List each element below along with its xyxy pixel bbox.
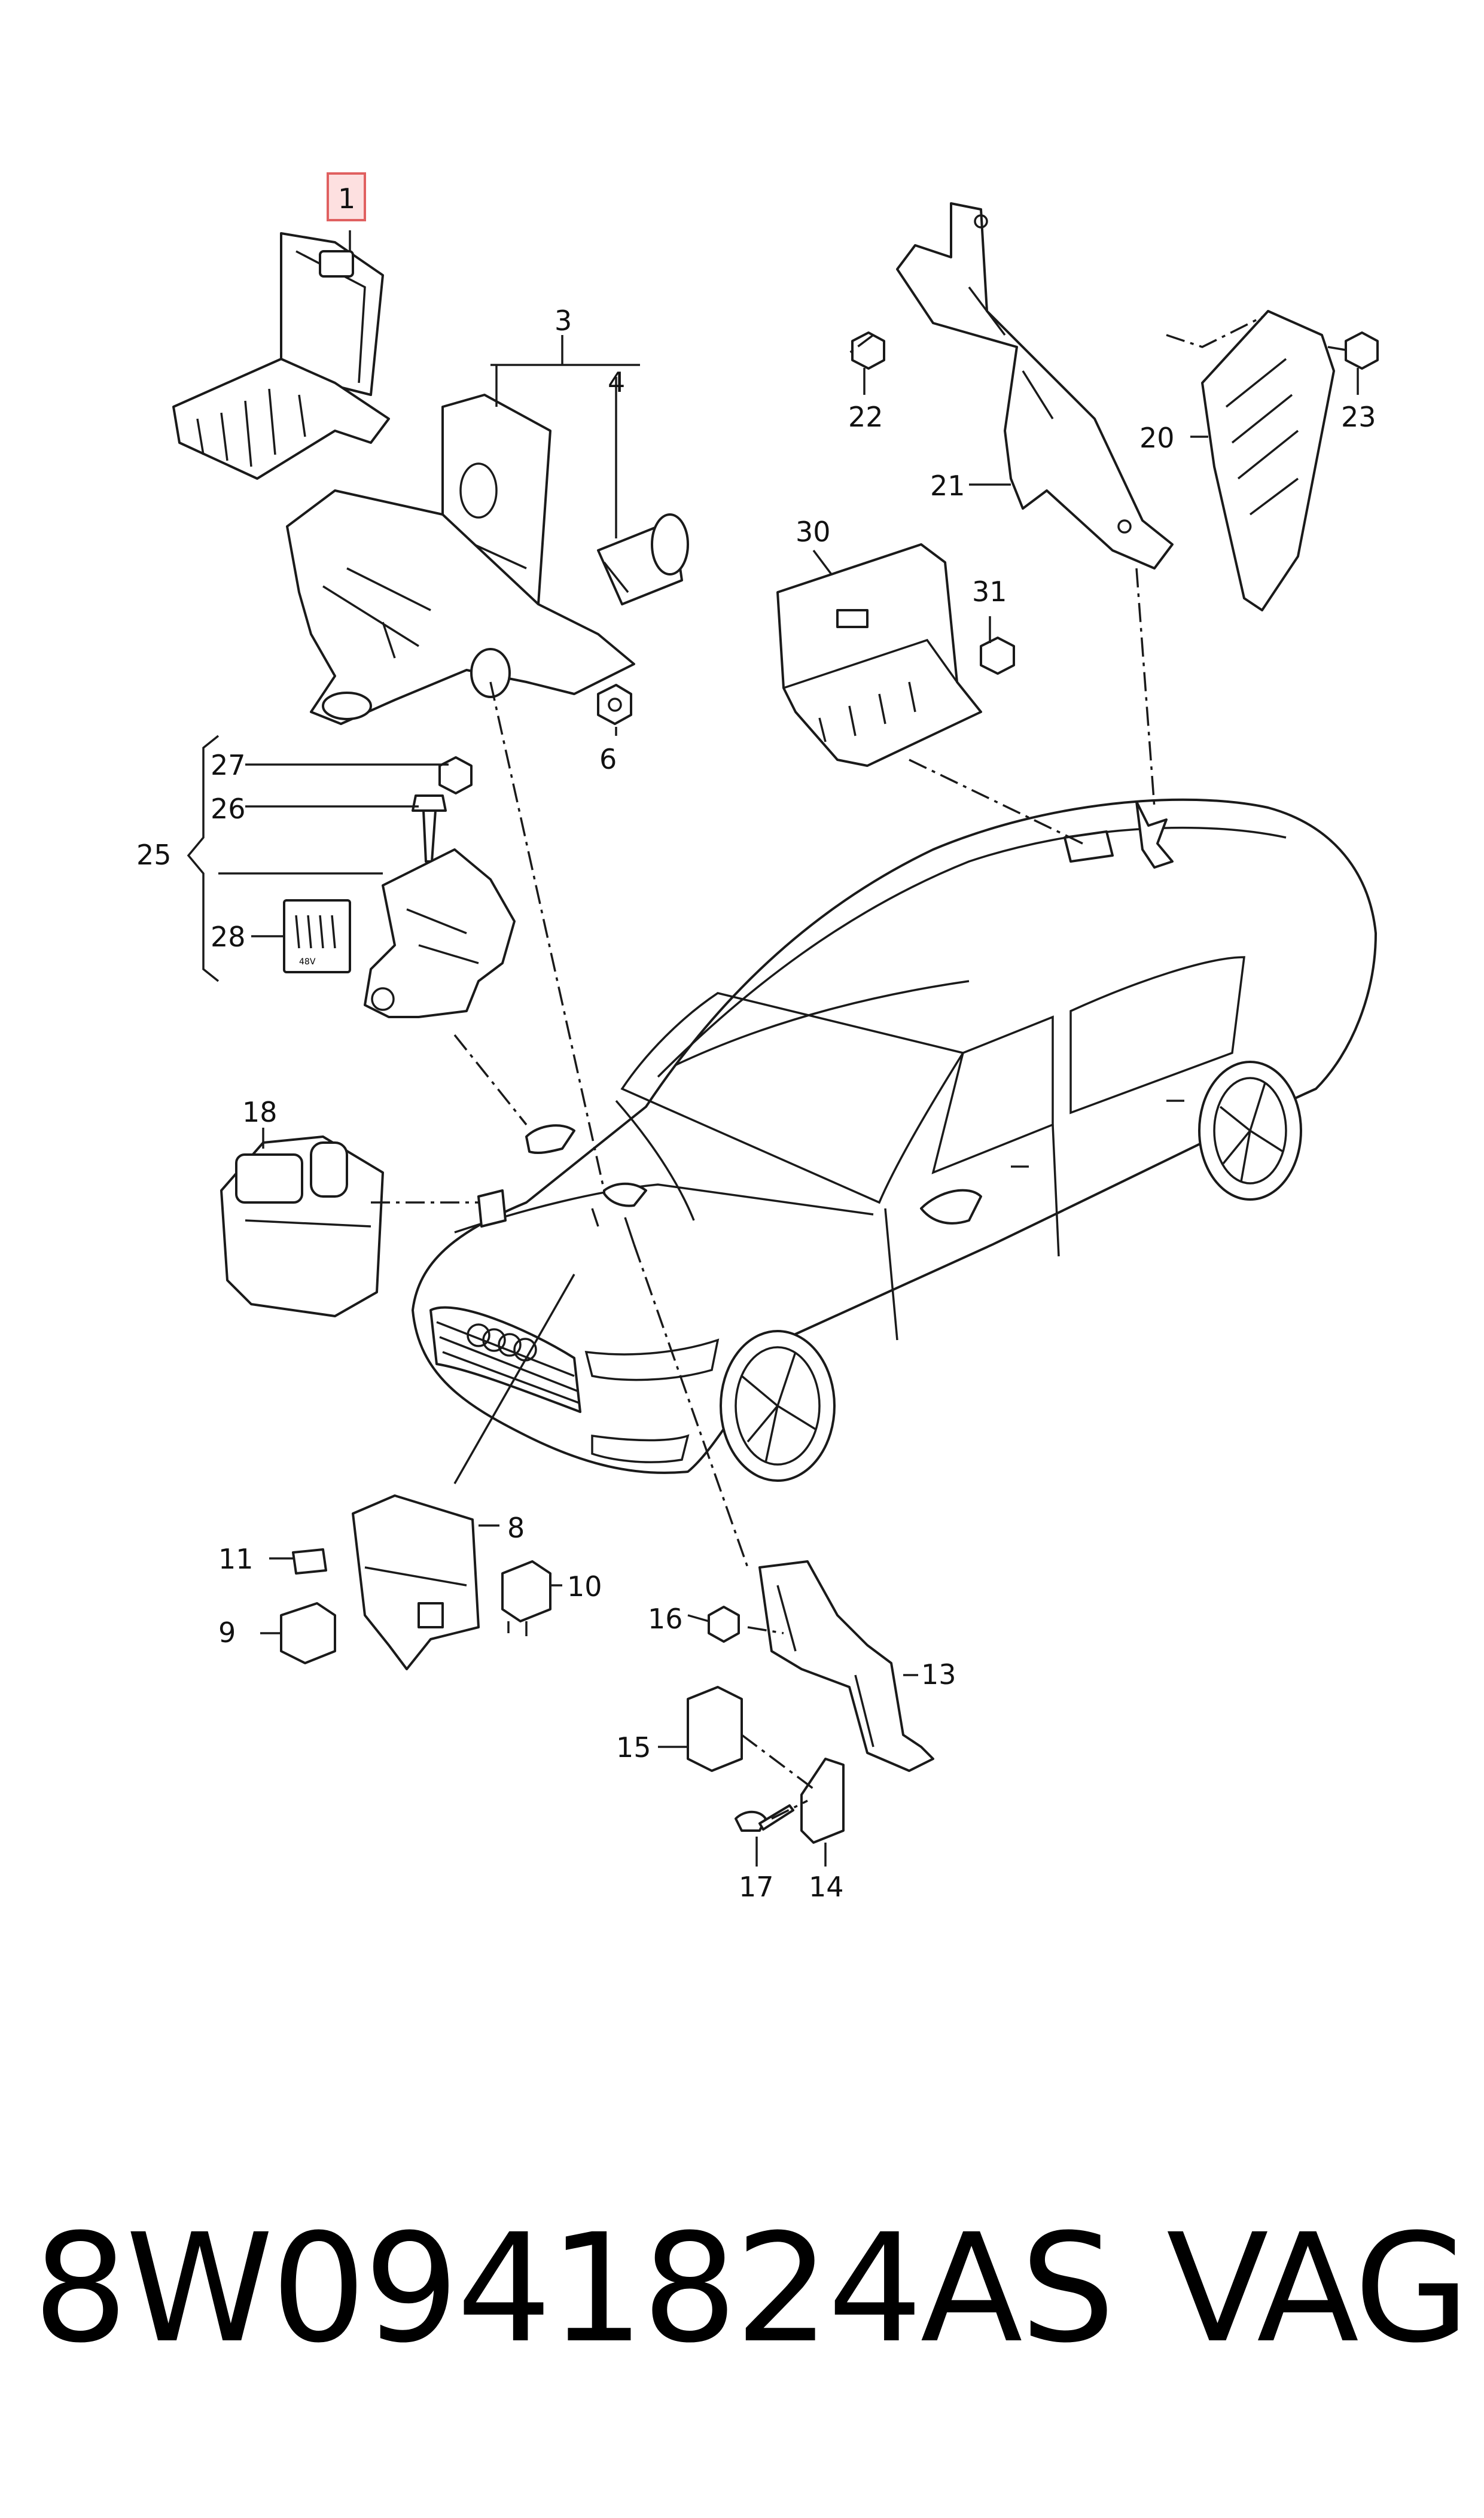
part-23-nut [1345, 331, 1379, 370]
callout-23: 23 [1341, 401, 1376, 433]
callout-15: 15 [616, 1731, 651, 1764]
part-8-relay-box [352, 1494, 480, 1670]
car-mount-30 [1064, 830, 1114, 863]
callout-3: 3 [554, 305, 572, 337]
callout-28: 28 [211, 921, 246, 953]
callout-27: 27 [211, 749, 246, 781]
car-mount-21 [1135, 800, 1174, 869]
callout-26: 26 [211, 793, 246, 825]
part-14-sensor [800, 1758, 845, 1844]
part-17-screw [735, 1804, 794, 1832]
car-outline [412, 798, 1377, 1482]
car-mount-3 [603, 1182, 647, 1207]
label-28-text: 48V [299, 957, 316, 967]
part-21-bracket [896, 202, 1174, 570]
callout-1: 1 [338, 182, 355, 215]
callout-1-highlight [327, 172, 366, 221]
callout-31: 31 [972, 576, 1007, 608]
part-18-control-unit [220, 1135, 384, 1317]
car-mount-25 [525, 1124, 575, 1155]
part-3-junction-box [286, 394, 635, 725]
callout-6: 6 [599, 743, 617, 775]
callout-18: 18 [242, 1096, 278, 1128]
callout-30: 30 [796, 516, 831, 548]
callout-17: 17 [739, 1871, 774, 1903]
footer: 8W0941824AS VAG [0, 2202, 1484, 2393]
part-30-fuse-box [776, 543, 982, 767]
assembly-lines [371, 316, 1346, 1820]
callout-22: 22 [848, 401, 883, 433]
part-6-nut [597, 684, 632, 725]
front-wheel [720, 1330, 836, 1482]
part-11-fuse [292, 1548, 327, 1575]
callout-11: 11 [218, 1543, 254, 1575]
part-31-nut [980, 637, 1015, 675]
callout-14: 14 [809, 1871, 844, 1903]
exploded-view-drawing: 48V [136, 172, 1379, 1903]
leader-lines [187, 230, 1359, 1867]
part-26-bolt [412, 794, 447, 863]
part-27-nut [438, 756, 473, 794]
part-10-relay [501, 1560, 551, 1636]
callout-labels: 1 3 4 6 8 9 10 11 13 14 15 16 17 18 20 2… [136, 182, 1376, 1903]
callout-25: 25 [136, 839, 172, 871]
callout-20: 20 [1139, 422, 1175, 454]
part-9-fuse-holder [280, 1602, 336, 1664]
part-1-fuse-holder [172, 232, 390, 480]
part-4-connector [597, 513, 689, 605]
part-28-label: 48V [283, 899, 351, 973]
callout-4: 4 [608, 366, 625, 398]
part-15-module [687, 1686, 743, 1772]
part-22-nut [851, 331, 885, 370]
car-mount-18 [477, 1189, 507, 1228]
callout-10: 10 [567, 1570, 602, 1603]
rear-wheel [1198, 1061, 1302, 1201]
part-20-module [1201, 310, 1335, 611]
callout-13: 13 [921, 1658, 956, 1691]
callout-9: 9 [218, 1616, 236, 1649]
callout-16: 16 [648, 1603, 683, 1635]
callout-8: 8 [507, 1512, 525, 1544]
part-13-bracket [758, 1560, 934, 1772]
part-25-bracket [364, 848, 516, 1018]
brand-name: VAG [1166, 2202, 1470, 2376]
part-number: 8W0941824AS [33, 2202, 1115, 2376]
part-16-nut [708, 1606, 740, 1643]
callout-21: 21 [930, 470, 965, 502]
